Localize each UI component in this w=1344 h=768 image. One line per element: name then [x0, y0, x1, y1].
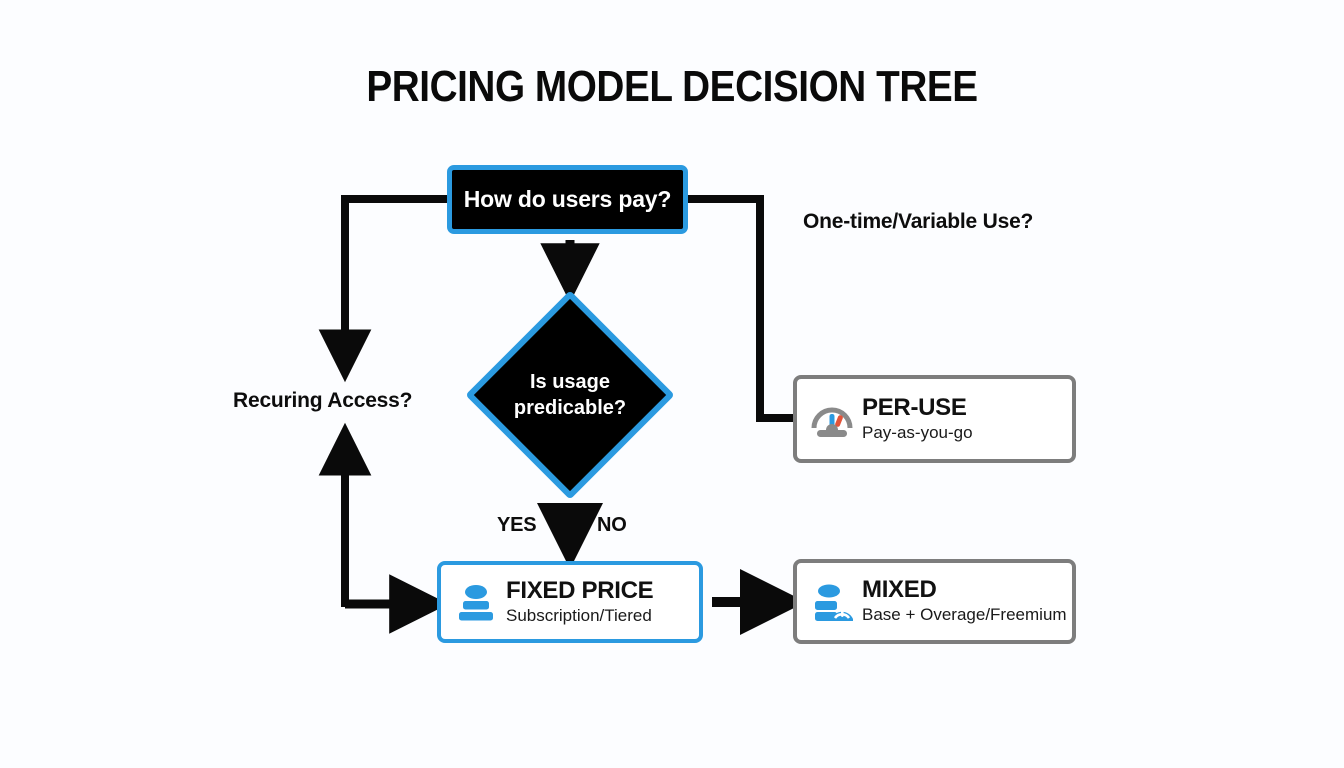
node-root-question[interactable]: How do users pay? — [447, 165, 688, 234]
edge-root-to-per-use — [688, 195, 793, 422]
edge-label-one-time-variable-use: One-time/Variable Use? — [803, 210, 1034, 233]
fixed-price-text-group: FIXED PRICE Subscription/Tiered — [506, 576, 654, 626]
mixed-subtitle: Base + Overage/Freemium — [862, 605, 1067, 625]
per-use-text-group: PER-USE Pay-as-you-go — [862, 393, 973, 443]
diamond-shape — [465, 290, 675, 500]
node-decision-diamond[interactable]: Is usage predicable? — [465, 290, 675, 500]
edge-root-to-left — [318, 195, 447, 383]
page-title: PRICING MODEL DECISION TREE — [366, 62, 978, 111]
edge-label-no: NO — [597, 514, 627, 536]
node-per-use-card[interactable]: PER-USE Pay-as-you-go — [793, 375, 1076, 463]
mixed-title: MIXED — [862, 576, 937, 604]
per-use-subtitle: Pay-as-you-go — [862, 422, 973, 442]
per-use-title: PER-USE — [862, 393, 967, 421]
mixed-text-group: MIXED Base + Overage/Freemium — [862, 577, 1067, 625]
fixed-price-subtitle: Subscription/Tiered — [506, 605, 652, 625]
node-mixed-card[interactable]: MIXED Base + Overage/Freemium — [793, 559, 1076, 644]
edge-label-recurring-access: Recuring Access? — [233, 389, 413, 412]
node-root-label: How do users pay? — [463, 186, 672, 212]
stack-icon — [454, 579, 498, 625]
gauge-icon — [810, 396, 854, 442]
edge-label-yes: YES — [497, 514, 537, 536]
fixed-price-title: FIXED PRICE — [506, 576, 654, 604]
node-fixed-price-card[interactable]: FIXED PRICE Subscription/Tiered — [437, 561, 703, 643]
stack-gauge-icon — [810, 579, 854, 625]
